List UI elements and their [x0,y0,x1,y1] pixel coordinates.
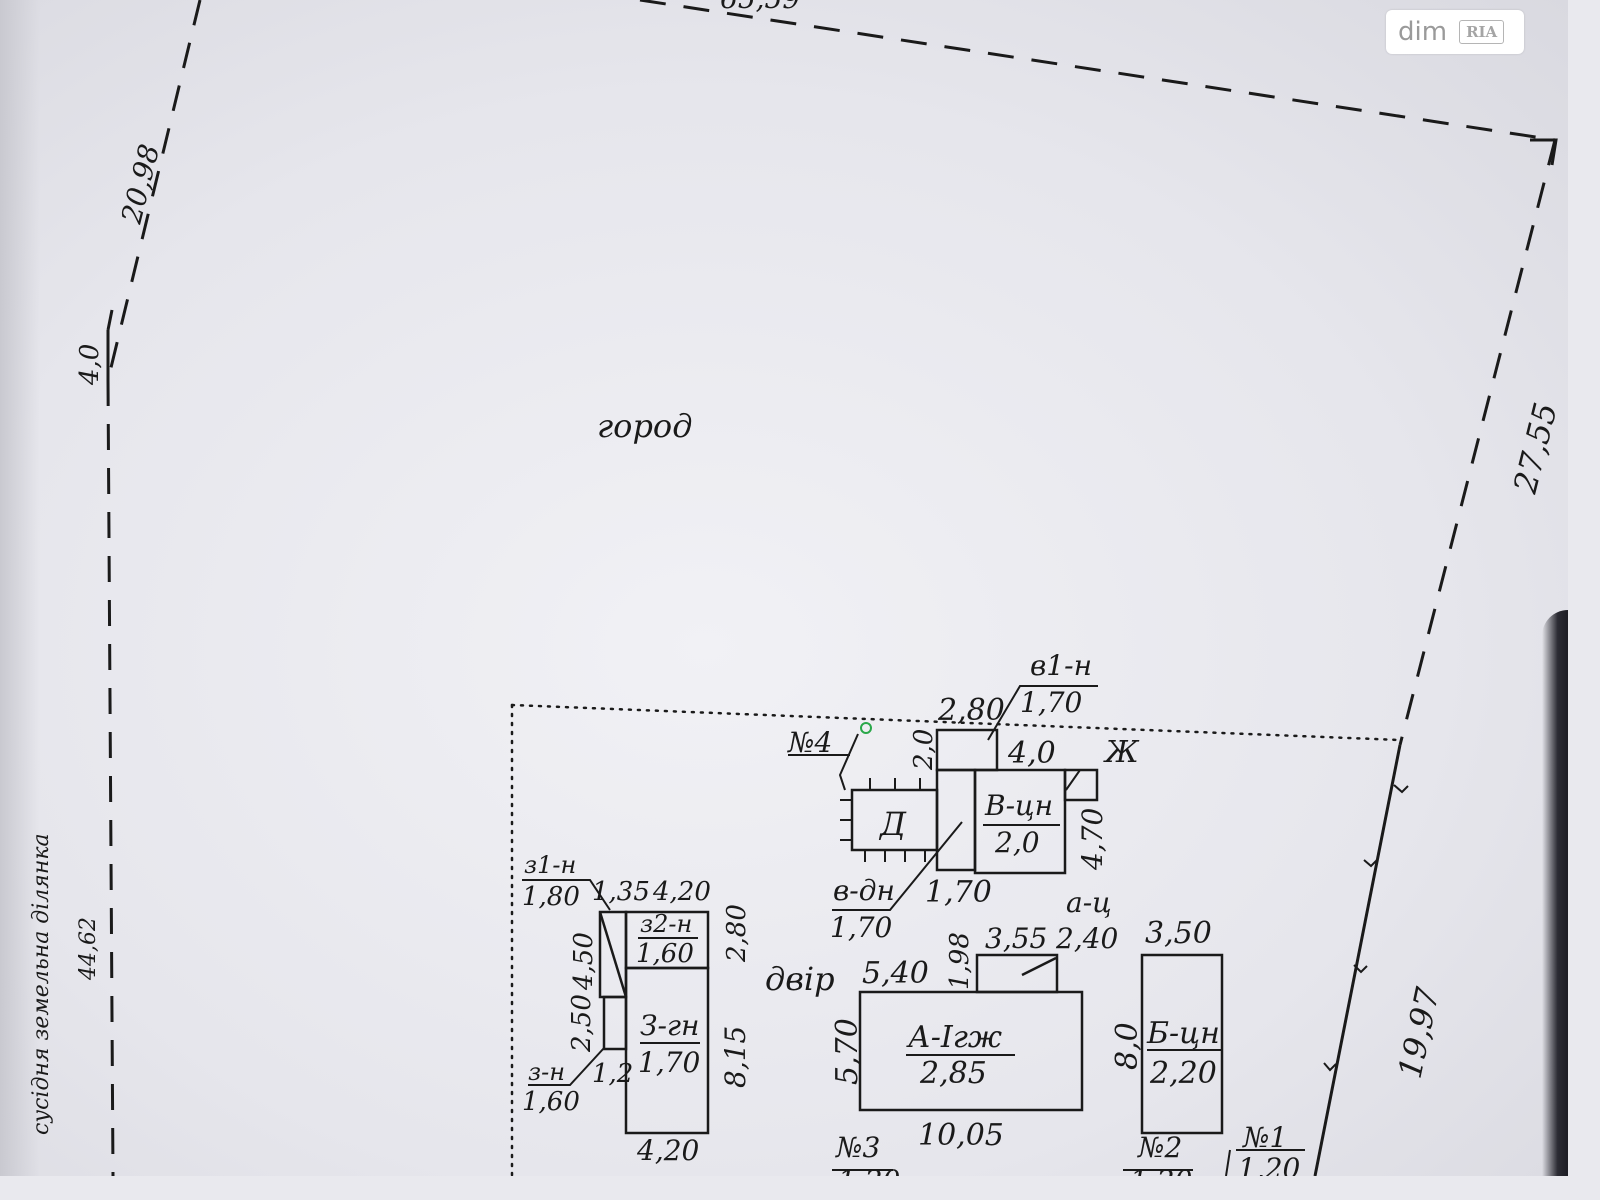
zone-garden-label: город [597,407,692,445]
marker-no1-value: 1,20 [1238,1152,1300,1176]
watermark-mark: RIA [1459,20,1505,44]
marker-no4: №4 [787,726,832,759]
shed-v-depth: 4,70 [1076,808,1109,871]
boundary-left-lower [106,379,115,1176]
buildings [598,728,1224,1135]
z-gn-width-bottom: 4,20 [636,1134,699,1167]
marker-no3-value: 1,20 [838,1164,900,1176]
d-label: Д [878,805,907,843]
marker-no1: №1 [1242,1121,1287,1154]
z2-n-label: з2-н [640,910,692,938]
zh-label: Ж [1103,735,1140,770]
v1-label: в1-н [1030,649,1092,682]
z-n-label: з-н [528,1058,565,1086]
v1-depth: 2,0 [909,729,939,771]
marker-no3: №3 [835,1131,880,1164]
boundary-corner [1530,138,1558,166]
boundary-top-dim: 65,59 [720,0,800,15]
shed-v-width: 4,0 [1007,736,1056,771]
site-plan-drawing: город двір сусідня земельна ділянка 65,5… [29,0,1565,1176]
z1-n-width: 1,35 [592,877,650,907]
z-gn-label: З-гн [640,1009,700,1042]
z-n-depth: 2,50 [567,994,597,1053]
building-z-n [602,995,628,1051]
page-corner-shadow [1542,610,1568,1176]
z-n-height: 1,60 [522,1087,580,1117]
shed-v-label: В-цн [984,789,1053,822]
main-height: 2,85 [919,1056,987,1091]
v1-height: 1,70 [1020,686,1082,719]
building-annex-a [975,953,1059,994]
boundary-top [639,0,1556,142]
boundary-left-upper [106,0,202,381]
yard-limits [510,703,1402,1176]
plan-sheet [0,0,1568,1176]
neighbor-label: сусідня земельна ділянка [29,833,54,1135]
z1-n-label: з1-н [524,851,576,879]
shed-v-height: 2,0 [994,826,1040,859]
boundary-step-dim: 4,0 [75,344,105,386]
boundary-step-angle [106,309,114,331]
boundary-left-upper-dim: 20,98 [115,141,167,228]
marker-no2-value: 1,20 [1130,1164,1192,1176]
barn-b-height: 2,20 [1149,1056,1217,1091]
page-edge-shadow [0,0,40,1176]
z-n-width: 1,2 [592,1059,633,1089]
annex-a-label: а-ц [1066,886,1112,919]
marker-no2: №2 [1137,1131,1182,1164]
annex-a-height: 2,40 [1055,922,1118,955]
fence-ticks [1323,784,1409,1072]
v-dn-width: 1,70 [925,875,992,910]
main-depth: 5,70 [830,1018,865,1085]
main-label: А-Ігж [906,1020,1002,1055]
boundary-right-upper [1398,139,1557,746]
hatch-d [840,778,926,862]
z2-n-height: 1,60 [636,939,694,969]
v-dn-height: 1,70 [830,911,892,944]
z-gn-width-top: 4,20 [652,877,711,907]
annex-a-depth: 1,98 [945,932,975,990]
zone-yard-label: двір [765,960,835,998]
barn-b-depth: 8,0 [1110,1022,1145,1070]
annex-a-leader [1021,956,1057,977]
main-top: 5,40 [862,956,929,991]
main-width: 10,05 [918,1118,1004,1153]
v1-width: 2,80 [937,693,1005,728]
z1-n-depth: 4,50 [569,932,599,991]
fraction-bars [638,824,1222,1056]
building-z-gn [624,966,710,1135]
watermark-logo: dim RIA [1386,10,1524,54]
v-dn-label: в-дн [833,874,895,907]
building-main [858,990,1084,1112]
z-gn-height: 1,70 [638,1046,700,1079]
boundary-left-lower-dim: 44,62 [76,917,101,981]
annex-a-width: 3,55 [985,922,1047,955]
leader-lines [522,685,1305,1176]
watermark-brand: dim [1398,17,1448,47]
z1-n-height: 1,80 [522,882,580,912]
building-v1 [935,728,999,772]
barn-b-label: Б-цн [1146,1016,1220,1051]
z2-n-depth: 2,80 [722,904,752,963]
building-barn-b [1140,953,1224,1135]
z1-diagonal [598,911,628,998]
fence-right-lower [1313,744,1402,1176]
boundary-right-upper-dim: 27,55 [1506,399,1565,498]
building-v-dn [935,768,977,872]
z-gn-length: 8,15 [719,1026,752,1088]
boundary-right-lower-dim: 19,97 [1391,984,1447,1082]
barn-b-width: 3,50 [1145,916,1212,951]
plot-boundary [106,0,1557,1176]
survey-point [860,722,872,734]
